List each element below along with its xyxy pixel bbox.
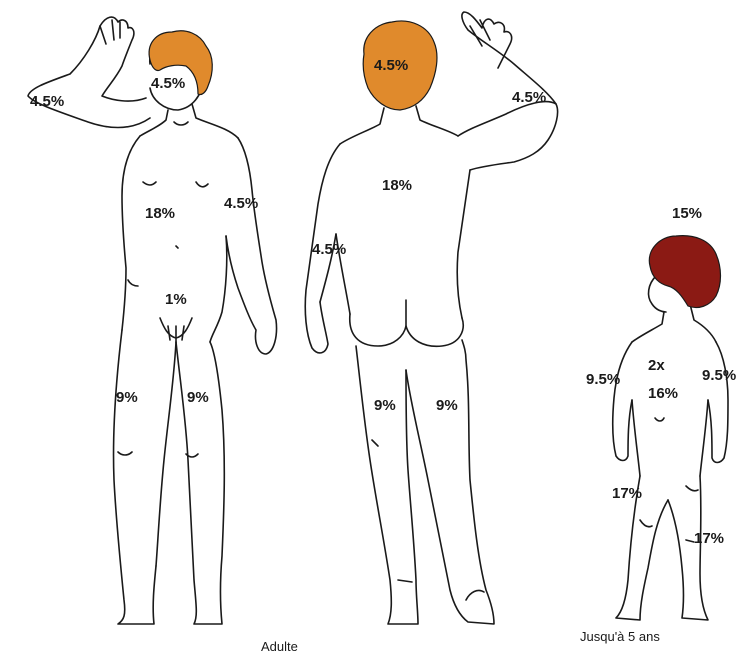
adult-caption: Adulte bbox=[261, 640, 298, 653]
adult-front-raised-arm-label: 4.5% bbox=[30, 94, 64, 109]
adult-front-trunk-label: 18% bbox=[145, 206, 175, 221]
adult-back-raised-arm-label: 4.5% bbox=[512, 90, 546, 105]
adult-front-lowered-arm-label: 4.5% bbox=[224, 196, 258, 211]
adult-front-figure bbox=[28, 17, 277, 624]
child-trunk-label: 16% bbox=[648, 386, 678, 401]
child-trunk-multiplier-label: 2x bbox=[648, 358, 665, 373]
adult-back-right-leg-label: 9% bbox=[436, 398, 458, 413]
adult-front-left-leg-label: 9% bbox=[116, 390, 138, 405]
adult-front-genitals-label: 1% bbox=[165, 292, 187, 307]
adult-back-lowered-arm-label: 4.5% bbox=[312, 242, 346, 257]
adult-back-trunk-label: 18% bbox=[382, 178, 412, 193]
child-hair bbox=[649, 236, 720, 308]
adult-front-head-label: 4.5% bbox=[151, 76, 185, 91]
adult-front-right-leg-label: 9% bbox=[187, 390, 209, 405]
adult-back-left-leg-label: 9% bbox=[374, 398, 396, 413]
child-right-leg-label: 17% bbox=[694, 531, 724, 546]
child-left-leg-label: 17% bbox=[612, 486, 642, 501]
child-head-label: 15% bbox=[672, 206, 702, 221]
child-right-arm-label: 9.5% bbox=[702, 368, 736, 383]
child-left-arm-label: 9.5% bbox=[586, 372, 620, 387]
child-figure bbox=[613, 276, 728, 620]
adult-back-head-label: 4.5% bbox=[374, 58, 408, 73]
child-caption: Jusqu'à 5 ans bbox=[580, 630, 660, 643]
